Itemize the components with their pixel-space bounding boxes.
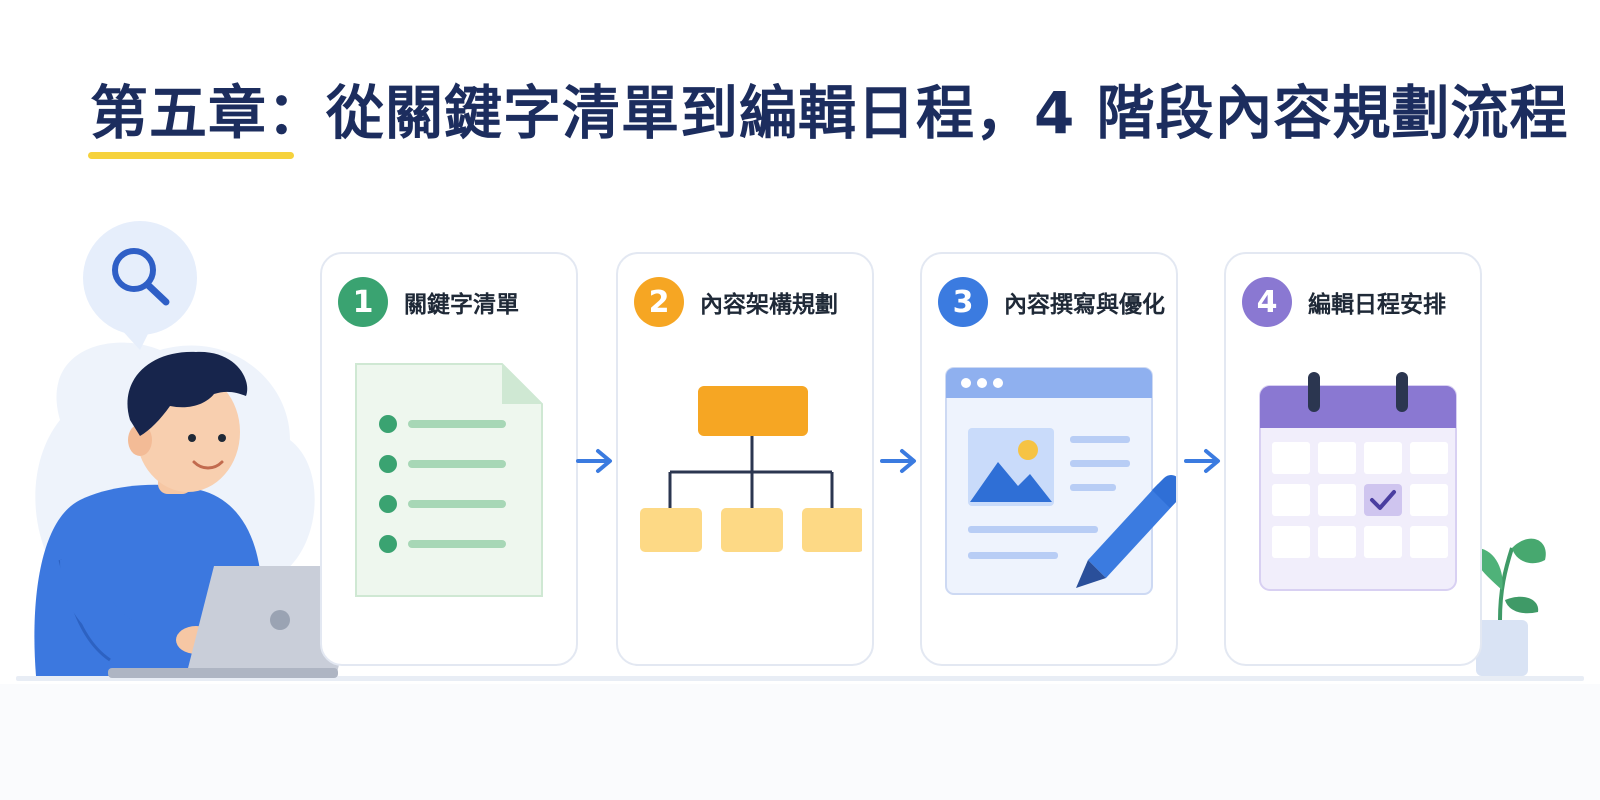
arrow-right-icon — [1184, 449, 1220, 473]
step-card-2: 2 內容架構規劃 — [616, 252, 874, 666]
plant-pot — [1475, 538, 1546, 676]
calendar-icon — [1259, 372, 1457, 591]
check-icon — [1370, 490, 1396, 510]
step-card-1: 1 關鍵字清單 — [320, 252, 578, 666]
arrow-right-icon — [880, 449, 916, 473]
arrow-right-icon — [576, 449, 612, 473]
step-number-badge: 3 — [938, 277, 988, 327]
step-header: 3 內容撰寫與優化 — [938, 276, 1165, 328]
search-bubble — [83, 221, 197, 350]
pencil-icon — [1076, 475, 1176, 588]
step-card-3: 3 內容撰寫與優化 — [920, 252, 1178, 666]
step-header: 2 內容架構規劃 — [634, 276, 838, 328]
search-icon — [112, 248, 170, 306]
step-header: 4 編輯日程安排 — [1242, 276, 1446, 328]
step-number-badge: 1 — [338, 277, 388, 327]
step-label: 編輯日程安排 — [1308, 292, 1446, 318]
floor-fade — [0, 684, 1600, 800]
document-list-icon — [355, 363, 543, 597]
step-card-4: 4 編輯日程安排 — [1224, 252, 1482, 666]
step-header: 1 關鍵字清單 — [338, 276, 519, 328]
step-label: 內容架構規劃 — [700, 292, 838, 318]
step-label: 內容撰寫與優化 — [1004, 292, 1165, 318]
ground-line — [16, 676, 1584, 681]
hierarchy-chart-icon — [640, 386, 862, 552]
page-title: 第五章：從關鍵字清單到編輯日程，4 階段內容規劃流程 — [90, 79, 1569, 147]
title-underline — [88, 152, 294, 159]
article-editor-icon — [945, 367, 1176, 595]
step-number-badge: 4 — [1242, 277, 1292, 327]
step-number-badge: 2 — [634, 277, 684, 327]
step-label: 關鍵字清單 — [404, 292, 519, 318]
